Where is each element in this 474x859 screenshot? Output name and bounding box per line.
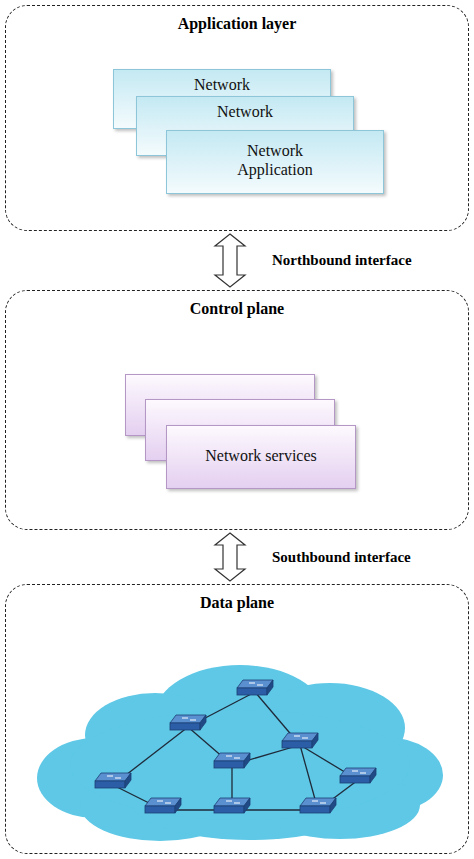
switch-icon [175, 798, 181, 813]
switch-icon [125, 773, 131, 788]
switch-icon [282, 741, 312, 748]
switch-icon [370, 768, 376, 783]
network-links [113, 692, 358, 810]
switch-icon [312, 801, 326, 803]
interface-arrow [215, 533, 245, 581]
cloud-shape [37, 665, 443, 841]
interface-arrow [215, 234, 245, 287]
switch-icon [330, 798, 336, 813]
interface-label: Southbound interface [270, 549, 413, 566]
switch-icon [249, 683, 263, 685]
switch-icon [145, 806, 175, 813]
switch-icon [340, 776, 370, 783]
layer-title: Data plane [6, 594, 468, 612]
switch-icons [95, 680, 376, 813]
box-label: Network Application [167, 131, 383, 179]
switch-icon [107, 776, 121, 778]
switch-icon [267, 680, 273, 695]
service-box: Network services [166, 425, 356, 489]
switch-icon [352, 771, 366, 773]
switch-icon [226, 801, 240, 803]
switch-icon [294, 736, 308, 738]
switch-icon [214, 761, 244, 768]
layer-title: Application layer [6, 15, 468, 33]
switch-icon [95, 781, 125, 788]
layer-region: Data plane [5, 584, 469, 854]
layer-region: Application layerNetworkNetworkNetwork A… [5, 5, 469, 231]
switch-icon [170, 723, 200, 730]
application-box: Network Application [166, 130, 384, 194]
switch-icon [312, 733, 318, 748]
box-label: Network [137, 97, 353, 121]
switch-icon [200, 715, 206, 730]
interface-label: Northbound interface [270, 252, 414, 269]
switch-icon [157, 801, 171, 803]
box-label: Network [114, 70, 330, 94]
switch-icon [226, 756, 240, 758]
switch-icon [244, 753, 250, 768]
switch-icon [214, 806, 244, 813]
layer-title: Control plane [6, 300, 468, 318]
switch-icon [237, 688, 267, 695]
box-label: Network services [167, 426, 355, 465]
layer-region: Control planeNetwork services [5, 290, 469, 530]
switch-icon [244, 798, 250, 813]
switch-icon [300, 806, 330, 813]
switch-icon [182, 718, 196, 720]
